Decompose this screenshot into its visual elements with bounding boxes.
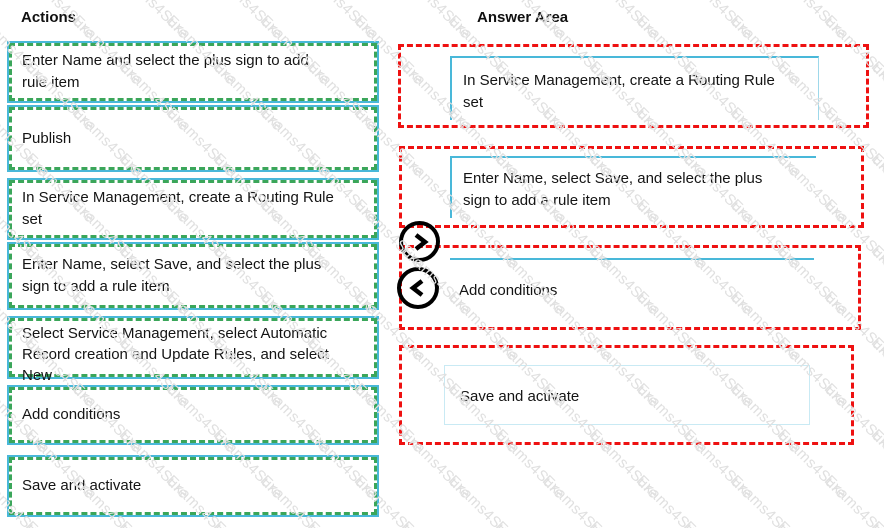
watermark-text: Exams4Sure — [116, 518, 192, 528]
watermark-text: Exams4Sure — [210, 518, 286, 528]
watermark-text: Exams4Sure — [398, 518, 474, 528]
action-item-save-and-activate[interactable]: Save and activate — [7, 455, 379, 517]
answer-slot-1[interactable]: In Service Management, create a Routing … — [398, 44, 869, 128]
chevron-left-icon — [409, 279, 424, 297]
watermark-text: Exams4Sure — [0, 150, 5, 227]
action-item-dashed-border: Add conditions — [9, 387, 377, 443]
action-item-dashed-border: In Service Management, create a Routing … — [9, 180, 377, 238]
action-item-publish[interactable]: Publish — [7, 105, 379, 172]
answer-slot-4[interactable]: Save and activate — [399, 345, 854, 445]
action-item-label: Enter Name and select the plus sign to a… — [22, 52, 309, 91]
action-item-dashed-border: Enter Name and select the plus sign to a… — [9, 43, 377, 101]
action-item-dashed-border: Select Service Management, select Automa… — [9, 318, 377, 384]
watermark-text: Exams4Sure — [0, 242, 5, 319]
action-item-label: In Service Management, create a Routing … — [22, 189, 334, 228]
action-item-add-conditions[interactable]: Add conditions — [7, 385, 379, 445]
watermark-text: Exams4Sure — [867, 242, 884, 319]
watermark-text: Exams4Sure — [867, 150, 884, 227]
watermark-text: Exams4Sure — [774, 518, 850, 528]
watermark-text: Exams4Sure — [867, 0, 884, 43]
answer-slot-label: In Service Management, create a Routing … — [463, 72, 775, 111]
move-left-button[interactable] — [397, 267, 439, 309]
action-item-enter-name-plus-sign[interactable]: Enter Name and select the plus sign to a… — [7, 41, 379, 103]
answer-slot-label: Enter Name, select Save, and select the … — [463, 170, 763, 209]
watermark-text: Exams4Sure — [0, 518, 4, 528]
watermark-text: Exams4Sure — [304, 518, 380, 528]
watermark-text: Exams4Sure — [209, 0, 287, 43]
watermark-text: Exams4Sure — [115, 0, 193, 43]
watermark-text: Exams4Sure — [492, 518, 568, 528]
action-item-select-automatic-record-creation[interactable]: Select Service Management, select Automa… — [7, 316, 379, 384]
move-right-button[interactable] — [399, 221, 440, 262]
answer-slot-item-box: Add conditions — [450, 258, 814, 322]
watermark-text: Exams4Sure — [726, 472, 804, 528]
action-item-label: Add conditions — [22, 406, 121, 423]
watermark-text: Exams4Sure — [679, 0, 757, 43]
action-item-label: Enter Name, select Save, and select the … — [22, 256, 322, 295]
action-item-label: Save and activate — [22, 477, 142, 494]
watermark-text: Exams4Sure — [397, 0, 475, 43]
actions-panel-title: Actions — [21, 9, 77, 26]
watermark-text: Exams4Sure — [867, 334, 884, 411]
action-item-label: Select Service Management, select Automa… — [22, 325, 329, 384]
watermark-text: Exams4Sure — [303, 0, 381, 43]
chevron-right-icon — [414, 232, 429, 251]
watermark-text: Exams4Sure — [0, 58, 5, 135]
watermark-text: Exams4Sure — [820, 472, 884, 528]
watermark-text: Exams4Sure — [680, 518, 756, 528]
watermark-text: Exams4Sure — [0, 334, 5, 411]
answer-slot-item-box: Enter Name, select Save, and select the … — [450, 156, 816, 218]
watermark-text: Exams4Sure — [585, 0, 663, 43]
answer-area-title: Answer Area — [477, 9, 569, 26]
answer-slot-item-box: In Service Management, create a Routing … — [450, 56, 819, 120]
action-item-enter-name-save-plus-sign[interactable]: Enter Name, select Save, and select the … — [7, 242, 379, 310]
answer-slot-label: Save and activate — [460, 388, 580, 405]
answer-slot-item-box: Save and activate — [444, 365, 810, 425]
answer-slot-2[interactable]: Enter Name, select Save, and select the … — [399, 146, 864, 228]
action-item-dashed-border: Publish — [9, 107, 377, 170]
action-item-dashed-border: Enter Name, select Save, and select the … — [9, 244, 377, 308]
watermark-text: Exams4Sure — [0, 426, 5, 503]
watermark-text: Exams4Sure — [0, 0, 5, 43]
watermark-text: Exams4Sure — [868, 518, 884, 528]
watermark-text: Exams4Sure — [22, 518, 98, 528]
watermark-text: Exams4Sure — [586, 518, 662, 528]
watermark-text: Exams4Sure — [444, 472, 522, 528]
action-item-create-routing-rule-set[interactable]: In Service Management, create a Routing … — [7, 178, 379, 240]
action-item-dashed-border: Save and activate — [9, 457, 377, 515]
watermark-text: Exams4Sure — [773, 0, 851, 43]
answer-slot-3[interactable]: Add conditions — [399, 245, 861, 330]
watermark-text: Exams4Sure — [867, 58, 884, 135]
watermark-text: Exams4Sure — [538, 472, 616, 528]
action-item-label: Publish — [22, 129, 72, 147]
answer-slot-label: Add conditions — [459, 282, 558, 299]
watermark-text: Exams4Sure — [867, 426, 884, 503]
watermark-text: Exams4Sure — [632, 472, 710, 528]
